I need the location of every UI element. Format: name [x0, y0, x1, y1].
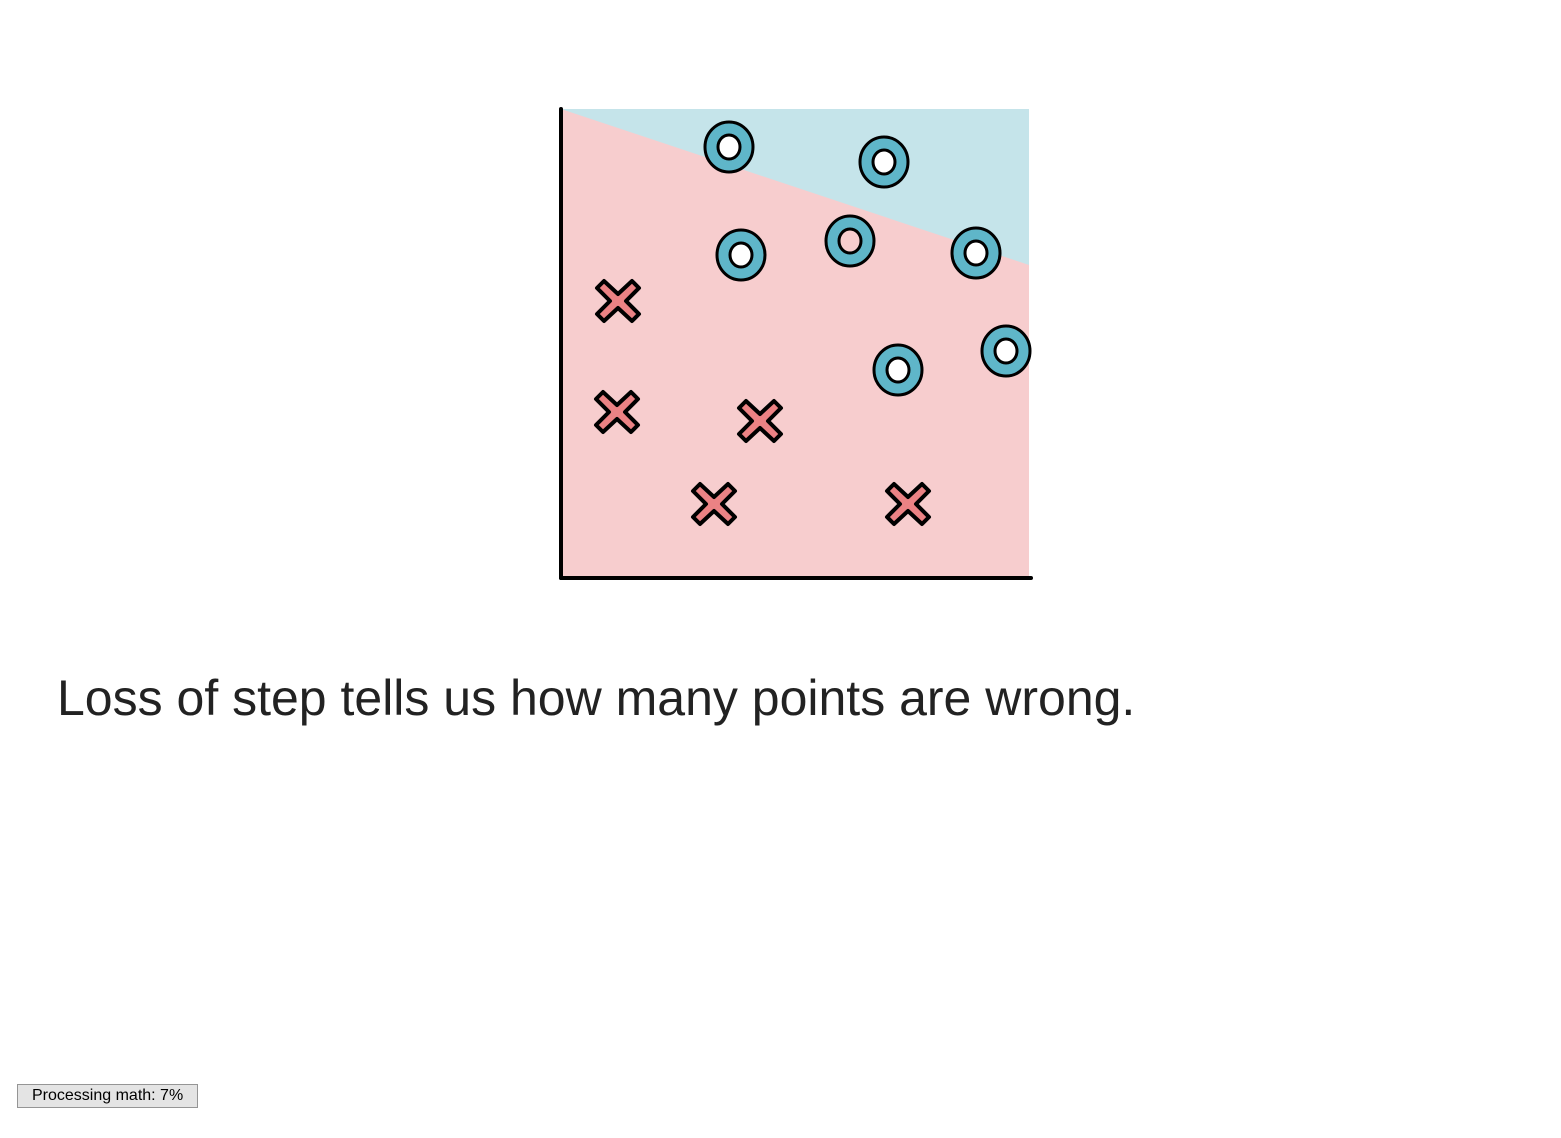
data-points: [594, 120, 1032, 526]
cross-icon: [594, 390, 640, 434]
ring-icon: [824, 214, 876, 268]
ring-icon: [980, 324, 1032, 378]
ring-icon: [703, 120, 755, 174]
ring-icon: [950, 226, 1002, 280]
cross-icon: [885, 482, 931, 526]
cross-icon: [691, 482, 737, 526]
math-processing-status: Processing math: 7%: [17, 1084, 199, 1108]
decision-regions: [561, 109, 1029, 578]
cross-icon: [737, 399, 783, 443]
slide-caption: Loss of step tells us how many points ar…: [57, 670, 1136, 726]
classification-diagram: [559, 107, 1033, 580]
axes: [559, 107, 1033, 580]
ring-icon: [858, 135, 910, 189]
ring-icon: [872, 343, 924, 397]
region-positive: [561, 109, 1029, 265]
cross-icon: [595, 279, 641, 323]
ring-icon: [715, 228, 767, 282]
